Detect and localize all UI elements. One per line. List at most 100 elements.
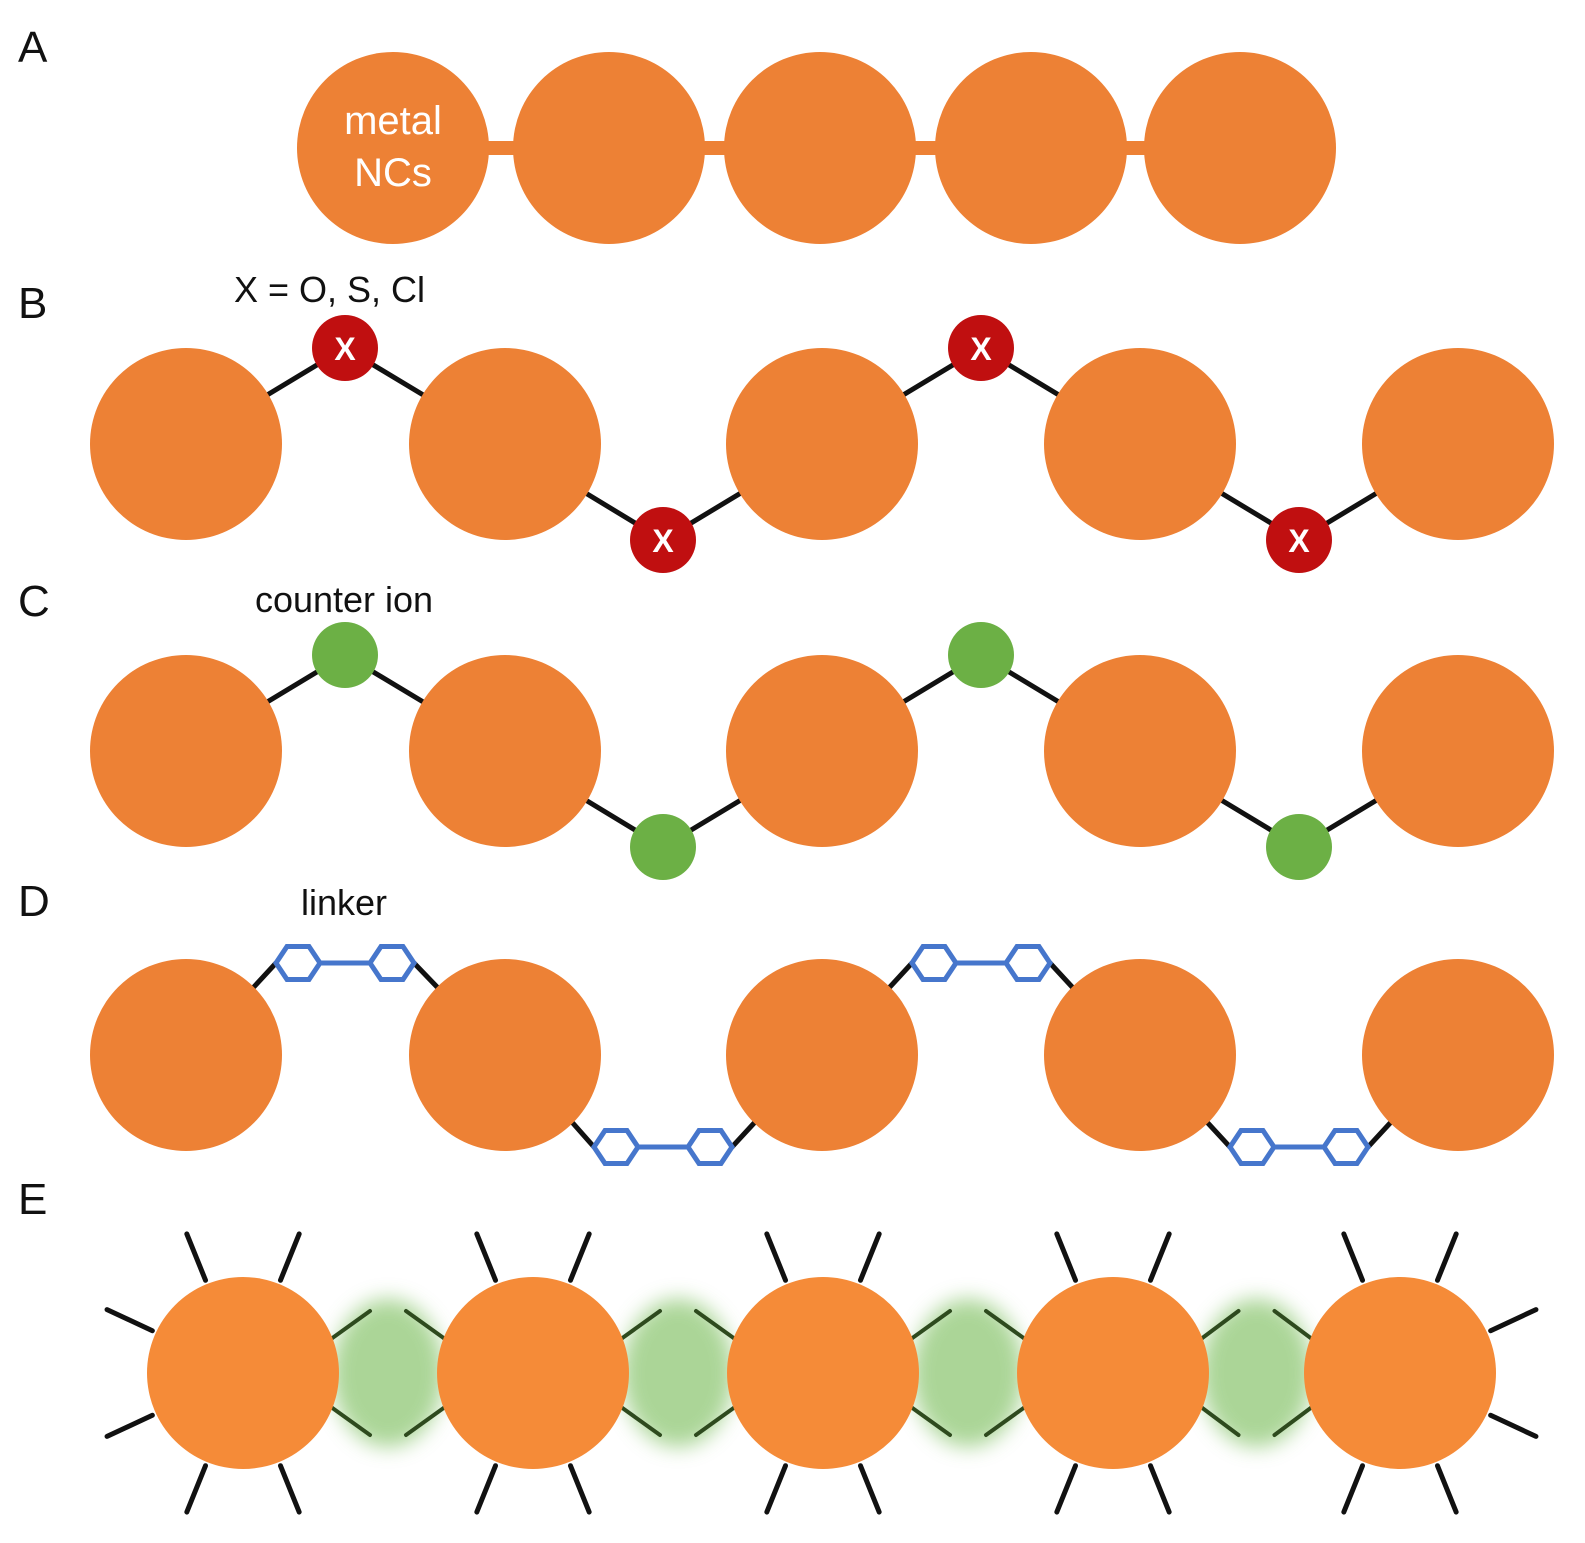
benzene-ring xyxy=(366,944,418,982)
heteroatom-symbol: X xyxy=(1288,523,1310,559)
panel-b-heteroatom-bridged-chain: X X X X xyxy=(90,315,1554,573)
heteroatom-x xyxy=(1266,507,1332,573)
panel-c: C counter ion xyxy=(18,577,1554,880)
biphenyl-linker xyxy=(590,1128,736,1166)
benzene-ring xyxy=(1320,1128,1372,1166)
nanocluster xyxy=(726,959,918,1151)
surface-ligand xyxy=(764,1231,789,1283)
panel-d-label: D xyxy=(18,877,50,926)
nanocluster xyxy=(90,655,282,847)
panel-c-counter-ion-bridged-chain xyxy=(90,622,1554,880)
heteroatom-x xyxy=(312,315,378,381)
nanocluster xyxy=(1362,959,1554,1151)
panel-e-label: E xyxy=(18,1175,47,1224)
surface-ligand xyxy=(1488,1412,1539,1439)
nanocluster xyxy=(437,1277,629,1469)
dashed-interaction xyxy=(619,1405,662,1437)
nanocluster xyxy=(90,348,282,540)
bond-line xyxy=(411,960,442,992)
counter-ion xyxy=(1266,814,1332,880)
panel-a-label: A xyxy=(18,23,48,72)
benzene-ring xyxy=(1002,944,1054,982)
dashed-interaction xyxy=(909,1405,952,1437)
surface-ligand xyxy=(1341,1463,1366,1515)
heteroatom-x xyxy=(948,315,1014,381)
bridge-bonds xyxy=(249,960,1395,1150)
nanocluster xyxy=(1144,52,1336,244)
nanocluster xyxy=(409,655,601,847)
benzene-ring xyxy=(272,944,324,982)
surface-ligand xyxy=(1488,1307,1539,1334)
surface-ligand xyxy=(104,1412,155,1439)
benzene-ring xyxy=(590,1128,642,1166)
benzene-ring xyxy=(1226,1128,1278,1166)
panel-a: A metal NCs xyxy=(18,23,1336,244)
benzene-ring xyxy=(684,1128,736,1166)
panel-a-nanocluster-chain xyxy=(297,52,1336,244)
dashed-interaction xyxy=(1199,1309,1241,1341)
nanocluster xyxy=(1362,348,1554,540)
panel-d: D linker xyxy=(18,877,1554,1166)
surface-ligand xyxy=(184,1231,209,1283)
ligand-interaction-halo xyxy=(1200,1299,1313,1447)
counter-ion xyxy=(948,622,1014,688)
surface-ligand xyxy=(1341,1231,1366,1283)
surface-ligand xyxy=(1434,1231,1459,1283)
nanocluster xyxy=(726,348,918,540)
bond-line xyxy=(1365,1118,1395,1150)
dashed-interaction xyxy=(984,1405,1027,1437)
counter-ion-note: counter ion xyxy=(255,579,433,620)
panel-e: E xyxy=(18,1175,1539,1515)
heteroatom-x xyxy=(630,507,696,573)
surface-ligand xyxy=(277,1231,302,1283)
surface-ligand xyxy=(567,1463,592,1515)
heteroatom-symbol: X xyxy=(970,331,992,367)
heteroatom-note: X = O, S, Cl xyxy=(234,269,425,310)
bond-line xyxy=(729,1118,759,1150)
ligand-interaction-halo xyxy=(912,1299,1024,1447)
nanocluster xyxy=(726,655,918,847)
surface-ligand xyxy=(474,1463,499,1515)
surface-ligand xyxy=(857,1463,882,1515)
bridge-bonds xyxy=(265,345,1379,543)
counter-ion xyxy=(630,814,696,880)
heteroatom-symbol: X xyxy=(652,523,674,559)
biphenyl-linker xyxy=(272,944,418,982)
panel-e-ligand-interaction-chain xyxy=(104,1231,1539,1515)
surface-ligand xyxy=(567,1231,592,1283)
nanocluster xyxy=(1304,1277,1496,1469)
surface-ligand xyxy=(764,1463,789,1515)
dashed-interaction xyxy=(329,1309,372,1341)
dashed-interactions xyxy=(329,1309,1314,1437)
dashed-interaction xyxy=(404,1405,447,1437)
nanocluster xyxy=(90,959,282,1151)
dashed-interaction xyxy=(404,1309,447,1341)
dashed-interaction xyxy=(1272,1309,1314,1341)
bond-line xyxy=(885,960,915,992)
bond-line xyxy=(1203,1118,1233,1150)
panel-b: B X = O, S, Cl X X X X xyxy=(18,269,1554,573)
metal-label: metal xyxy=(344,99,442,143)
dashed-interaction xyxy=(694,1405,737,1437)
nanocluster xyxy=(1044,655,1236,847)
dashed-interaction xyxy=(329,1405,372,1437)
surface-ligand xyxy=(1434,1463,1459,1515)
nanocluster xyxy=(727,1277,919,1469)
panel-b-label: B xyxy=(18,279,47,328)
panel-d-linker-bridged-chain xyxy=(90,944,1554,1166)
heteroatom-symbol: X xyxy=(334,331,356,367)
bond-line xyxy=(568,1118,597,1150)
dashed-interaction xyxy=(1272,1405,1314,1437)
surface-ligand xyxy=(104,1307,155,1334)
nanocluster xyxy=(724,52,916,244)
surface-ligands xyxy=(104,1231,1539,1515)
dashed-interaction xyxy=(984,1309,1027,1341)
benzene-ring xyxy=(908,944,960,982)
surface-ligand xyxy=(1147,1231,1172,1283)
nanocluster xyxy=(1044,959,1236,1151)
ncs-label: NCs xyxy=(354,151,432,195)
nanocluster xyxy=(147,1277,339,1469)
nanocluster xyxy=(409,959,601,1151)
biphenyl-linker xyxy=(908,944,1054,982)
